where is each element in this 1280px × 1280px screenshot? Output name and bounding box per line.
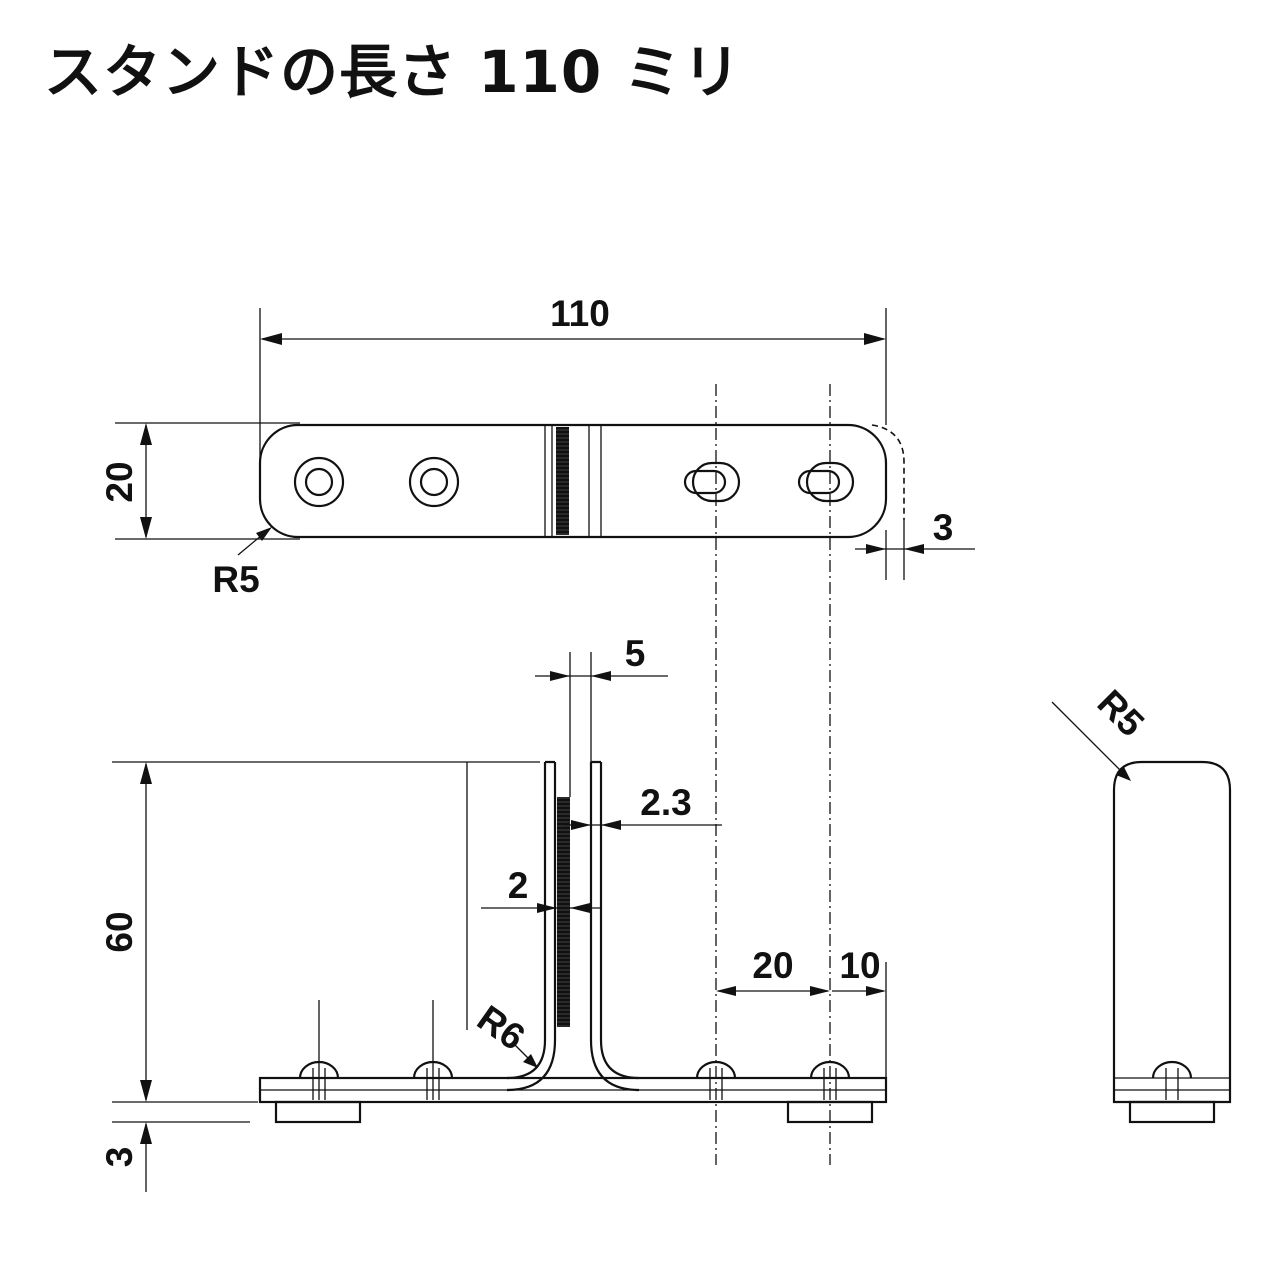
top-plate-outline [258, 423, 888, 539]
hidden-edge [871, 424, 905, 520]
dimension-20-top: 20 [99, 422, 300, 540]
dimension-5: 5 [535, 633, 668, 681]
dimension-20-top-label: 20 [99, 461, 140, 502]
dimension-60-label: 60 [99, 911, 140, 952]
dimension-5-label: 5 [625, 633, 646, 674]
bracket-right [589, 760, 640, 1092]
dimension-60: 60 [99, 761, 540, 1102]
dimension-3-base-label: 3 [99, 1147, 140, 1168]
dimension-2-label: 2 [508, 865, 529, 906]
dimension-20-pitch-label: 20 [752, 945, 793, 986]
dimension-2-3-label: 2.3 [640, 782, 691, 823]
round-hole-left [293, 456, 345, 508]
radius-r5-top: R5 [212, 527, 272, 600]
round-hole-second [408, 456, 460, 508]
rubber-foot-left [274, 1100, 362, 1124]
side-rubber-foot [1128, 1100, 1216, 1124]
radius-r6: R6 [470, 997, 538, 1068]
bolt-1 [298, 1000, 340, 1100]
dimension-110: 110 [259, 293, 887, 460]
bolt-4 [809, 1060, 851, 1100]
dimension-3-offset: 3 [855, 507, 975, 580]
radius-r5-side-label: R5 [1090, 682, 1152, 744]
radius-r5-side: R5 [1051, 682, 1152, 781]
slot-hole-right [797, 461, 855, 503]
bolt-2 [412, 1000, 454, 1100]
dimension-10-edge-label: 10 [839, 945, 880, 986]
radius-r5-top-label: R5 [212, 559, 259, 600]
dimension-3-base: 3 [99, 1101, 258, 1192]
front-view: 5 2.3 2 60 R6 [99, 633, 888, 1192]
top-view: 110 20 R5 3 [99, 293, 975, 600]
dimension-110-label: 110 [550, 293, 610, 334]
dimension-3-offset-label: 3 [933, 507, 954, 548]
dimension-2-3: 2.3 [563, 782, 722, 830]
rubber-foot-right [786, 1100, 874, 1124]
bolt-3 [695, 1060, 737, 1100]
bracket-left [506, 760, 557, 1092]
side-bolt [1151, 1060, 1193, 1079]
slot-hole-left [683, 461, 741, 503]
dimension-10-edge: 10 [832, 945, 887, 1078]
dimension-20-pitch: 20 [716, 945, 830, 996]
dimension-2: 2 [481, 865, 600, 913]
page-title: スタンドの長さ 110 ミリ [44, 38, 742, 106]
radius-r6-label: R6 [470, 997, 532, 1058]
rubber-strip [557, 797, 570, 1027]
side-view: R5 [1051, 682, 1232, 1124]
side-plate-outline [1112, 760, 1232, 1104]
center-rubber-strip [544, 425, 602, 537]
